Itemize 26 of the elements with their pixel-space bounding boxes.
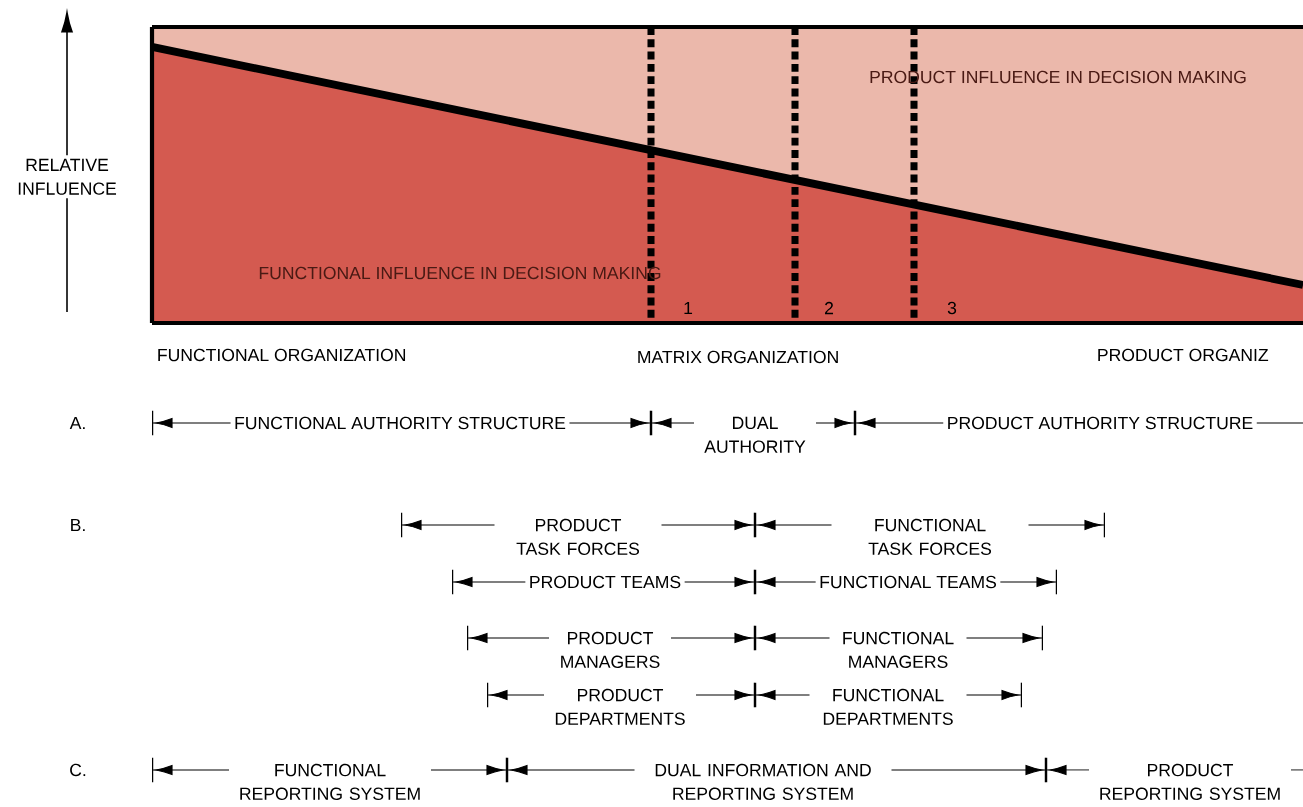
zone-number: 1 — [684, 301, 693, 315]
range-label: FUNCTIONAL DEPARTMENTS — [809, 685, 967, 729]
scale-label: MATRIX ORGANIZATION — [638, 350, 838, 364]
range-label: PRODUCT AUTHORITY STRUCTURE — [943, 413, 1257, 433]
zone-number: 2 — [825, 301, 833, 315]
range-label: PRODUCT DEPARTMENTS — [544, 685, 696, 729]
range-label: DUAL INFORMATION AND REPORTING SYSTEM — [634, 760, 892, 804]
range-label: FUNCTIONAL TEAMS — [815, 572, 1001, 592]
range-label: FUNCTIONAL AUTHORITY STRUCTURE — [230, 413, 570, 433]
region-label: PRODUCT INFLUENCE IN DECISION MAKING — [870, 70, 1246, 84]
range-label: FUNCTIONAL MANAGERS — [829, 628, 967, 672]
range-label: DUAL AUTHORITY — [694, 413, 816, 457]
scale-label: FUNCTIONAL ORGANIZATION — [158, 348, 405, 362]
row-letter: B. — [71, 518, 85, 532]
region-label: FUNCTIONAL INFLUENCE IN DECISION MAKING — [259, 266, 661, 280]
scale-label: PRODUCT ORGANIZ — [1098, 348, 1269, 362]
range-label: PRODUCT REPORTING SYSTEM — [1089, 760, 1291, 804]
row-letter: A. — [69, 416, 85, 430]
range-label: FUNCTIONAL REPORTING SYSTEM — [229, 760, 431, 804]
row-letter: C. — [70, 763, 86, 777]
range-label: PRODUCT MANAGERS — [549, 628, 671, 672]
range-label: PRODUCT TASK FORCES — [494, 515, 662, 559]
zone-number: 3 — [947, 301, 957, 315]
range-label: PRODUCT TEAMS — [525, 572, 685, 592]
range-label: FUNCTIONAL TASK FORCES — [831, 515, 1029, 559]
axis-label: RELATIVE INFLUENCE — [8, 155, 126, 199]
